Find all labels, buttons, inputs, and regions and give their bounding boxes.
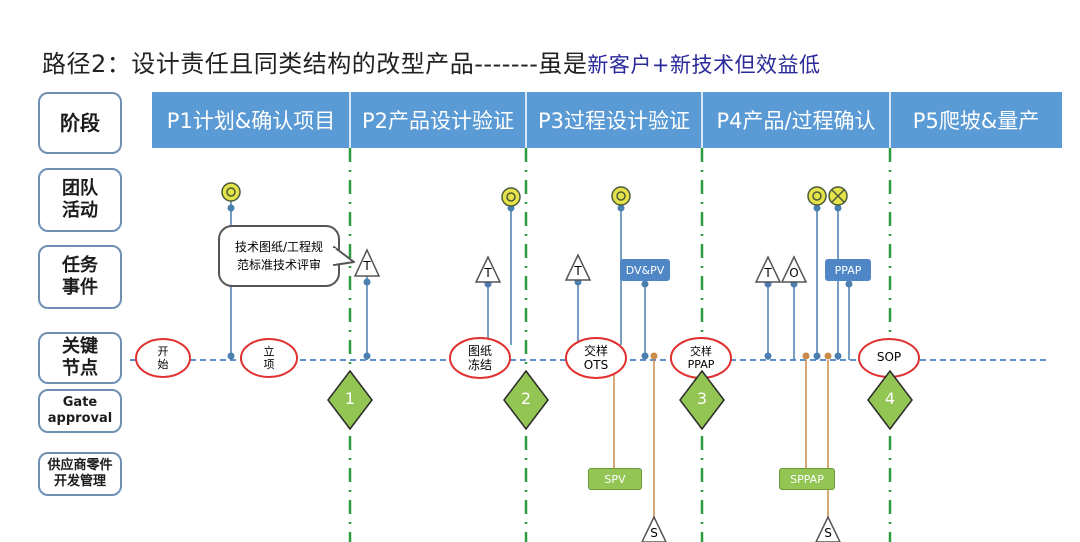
milestone-ppap-line2: PPAP [687, 358, 715, 372]
callout-line2: 范标准技术评审 [236, 258, 321, 272]
gate-number-1: 1 [344, 389, 356, 408]
t-label: T [484, 266, 492, 280]
task-dvpv: DV&PV [620, 259, 670, 281]
t-label: T [574, 264, 582, 278]
row-label-milestone: 关键 节点 [38, 332, 122, 384]
phase-p4: P4产品/过程确认 [716, 109, 876, 133]
gate-diamond-2 [503, 369, 549, 431]
row-label-milestone-line1: 关键 [62, 335, 98, 357]
t-triangle-icon [474, 255, 502, 283]
review-circle-icon [501, 187, 521, 207]
milestone-start-line2: 始 [157, 358, 169, 372]
supplier-triangles [641, 515, 841, 542]
task-ppap: PPAP [825, 259, 871, 281]
o-label: O [789, 266, 799, 280]
phase-p1: P1计划&确认项目 [166, 109, 336, 133]
o-triangle-icon [780, 255, 808, 283]
milestone-ots-line2: OTS [583, 358, 609, 373]
supplier-sppap: SPPAP [779, 468, 835, 490]
t-triangle-icon [754, 255, 782, 283]
row-label-supplier-line1: 供应商零件 [47, 457, 113, 473]
row-label-task-line2: 事件 [62, 277, 98, 298]
row-label-milestone-line2: 节点 [62, 358, 98, 379]
milestone-freeze-line2: 冻结 [467, 358, 492, 373]
milestone-ots-line1: 交样 [583, 344, 608, 358]
milestone-ellipses [135, 337, 920, 379]
phase-p5: P5爬坡&量产 [912, 109, 1040, 133]
milestone-project-line1: 立 [263, 345, 275, 358]
gate-number-2: 2 [520, 389, 532, 408]
phase-separators [349, 92, 891, 148]
review-circle-icon [221, 182, 241, 202]
milestone-freeze: 图纸冻结 [455, 344, 505, 373]
milestone-project-line2: 项 [263, 358, 275, 372]
title-main: 路径2：设计责任且同类结构的改型产品-------虽是 [42, 50, 588, 78]
row-label-supplier: 供应商零件 开发管理 [38, 452, 122, 496]
row-label-team-line1: 团队 [62, 177, 98, 199]
phase-bar [152, 92, 1062, 148]
gate-number-4: 4 [884, 389, 896, 408]
team-activity-circles [221, 182, 848, 207]
review-callout: 技术图纸/工程规 范标准技术评审 [218, 225, 340, 287]
row-label-task-line1: 任务 [62, 254, 98, 276]
t-label: T [363, 259, 371, 273]
callout-line1: 技术图纸/工程规 [234, 240, 324, 254]
row-label-supplier-line2: 开发管理 [53, 474, 106, 489]
milestone-freeze-line1: 图纸 [467, 344, 492, 358]
row-label-stage-text: 阶段 [60, 110, 100, 135]
t-triangle-icon [564, 253, 592, 281]
row-label-team: 团队 活动 [38, 168, 122, 232]
row-label-gate-line2: approval [47, 411, 113, 426]
row-label-team-line2: 活动 [62, 200, 98, 221]
gate-diamonds [327, 369, 913, 431]
review-circle-icon [611, 186, 631, 206]
gate-diamond-4 [867, 369, 913, 431]
milestone-project: 立项 [249, 345, 289, 371]
row-label-task: 任务 事件 [38, 245, 122, 309]
row-label-gate: Gate approval [38, 389, 122, 433]
gate-number-3: 3 [696, 389, 708, 408]
supplier-stems [613, 360, 829, 522]
milestone-ppap-line1: 交样 [690, 345, 712, 358]
review-circle-icon [807, 186, 827, 206]
milestone-sop: SOP [876, 350, 902, 364]
gate-diamond-1 [327, 369, 373, 431]
title-highlight: 新客户+新技术但效益低 [587, 53, 821, 77]
task-triangles [353, 248, 808, 283]
row-label-stage: 阶段 [38, 92, 122, 154]
supplier-dots [650, 352, 832, 360]
milestone-start-line1: 开 [157, 345, 169, 358]
s-triangle-icon [815, 515, 841, 542]
s-label: S [824, 526, 832, 540]
gate-diamond-3 [679, 369, 725, 431]
phase-p2: P2产品设计验证 [361, 109, 515, 133]
diagram-title: 路径2：设计责任且同类结构的改型产品-------虽是新客户+新技术但效益低 [42, 44, 821, 79]
t-label: T [764, 266, 772, 280]
supplier-spv: SPV [588, 468, 642, 490]
s-label: S [650, 526, 658, 540]
s-triangle-icon [641, 515, 667, 542]
row-label-gate-line1: Gate [62, 394, 98, 410]
milestone-start: 开始 [143, 345, 183, 371]
phase-p3: P3过程设计验证 [537, 109, 691, 133]
t-triangle-icon [353, 248, 381, 277]
